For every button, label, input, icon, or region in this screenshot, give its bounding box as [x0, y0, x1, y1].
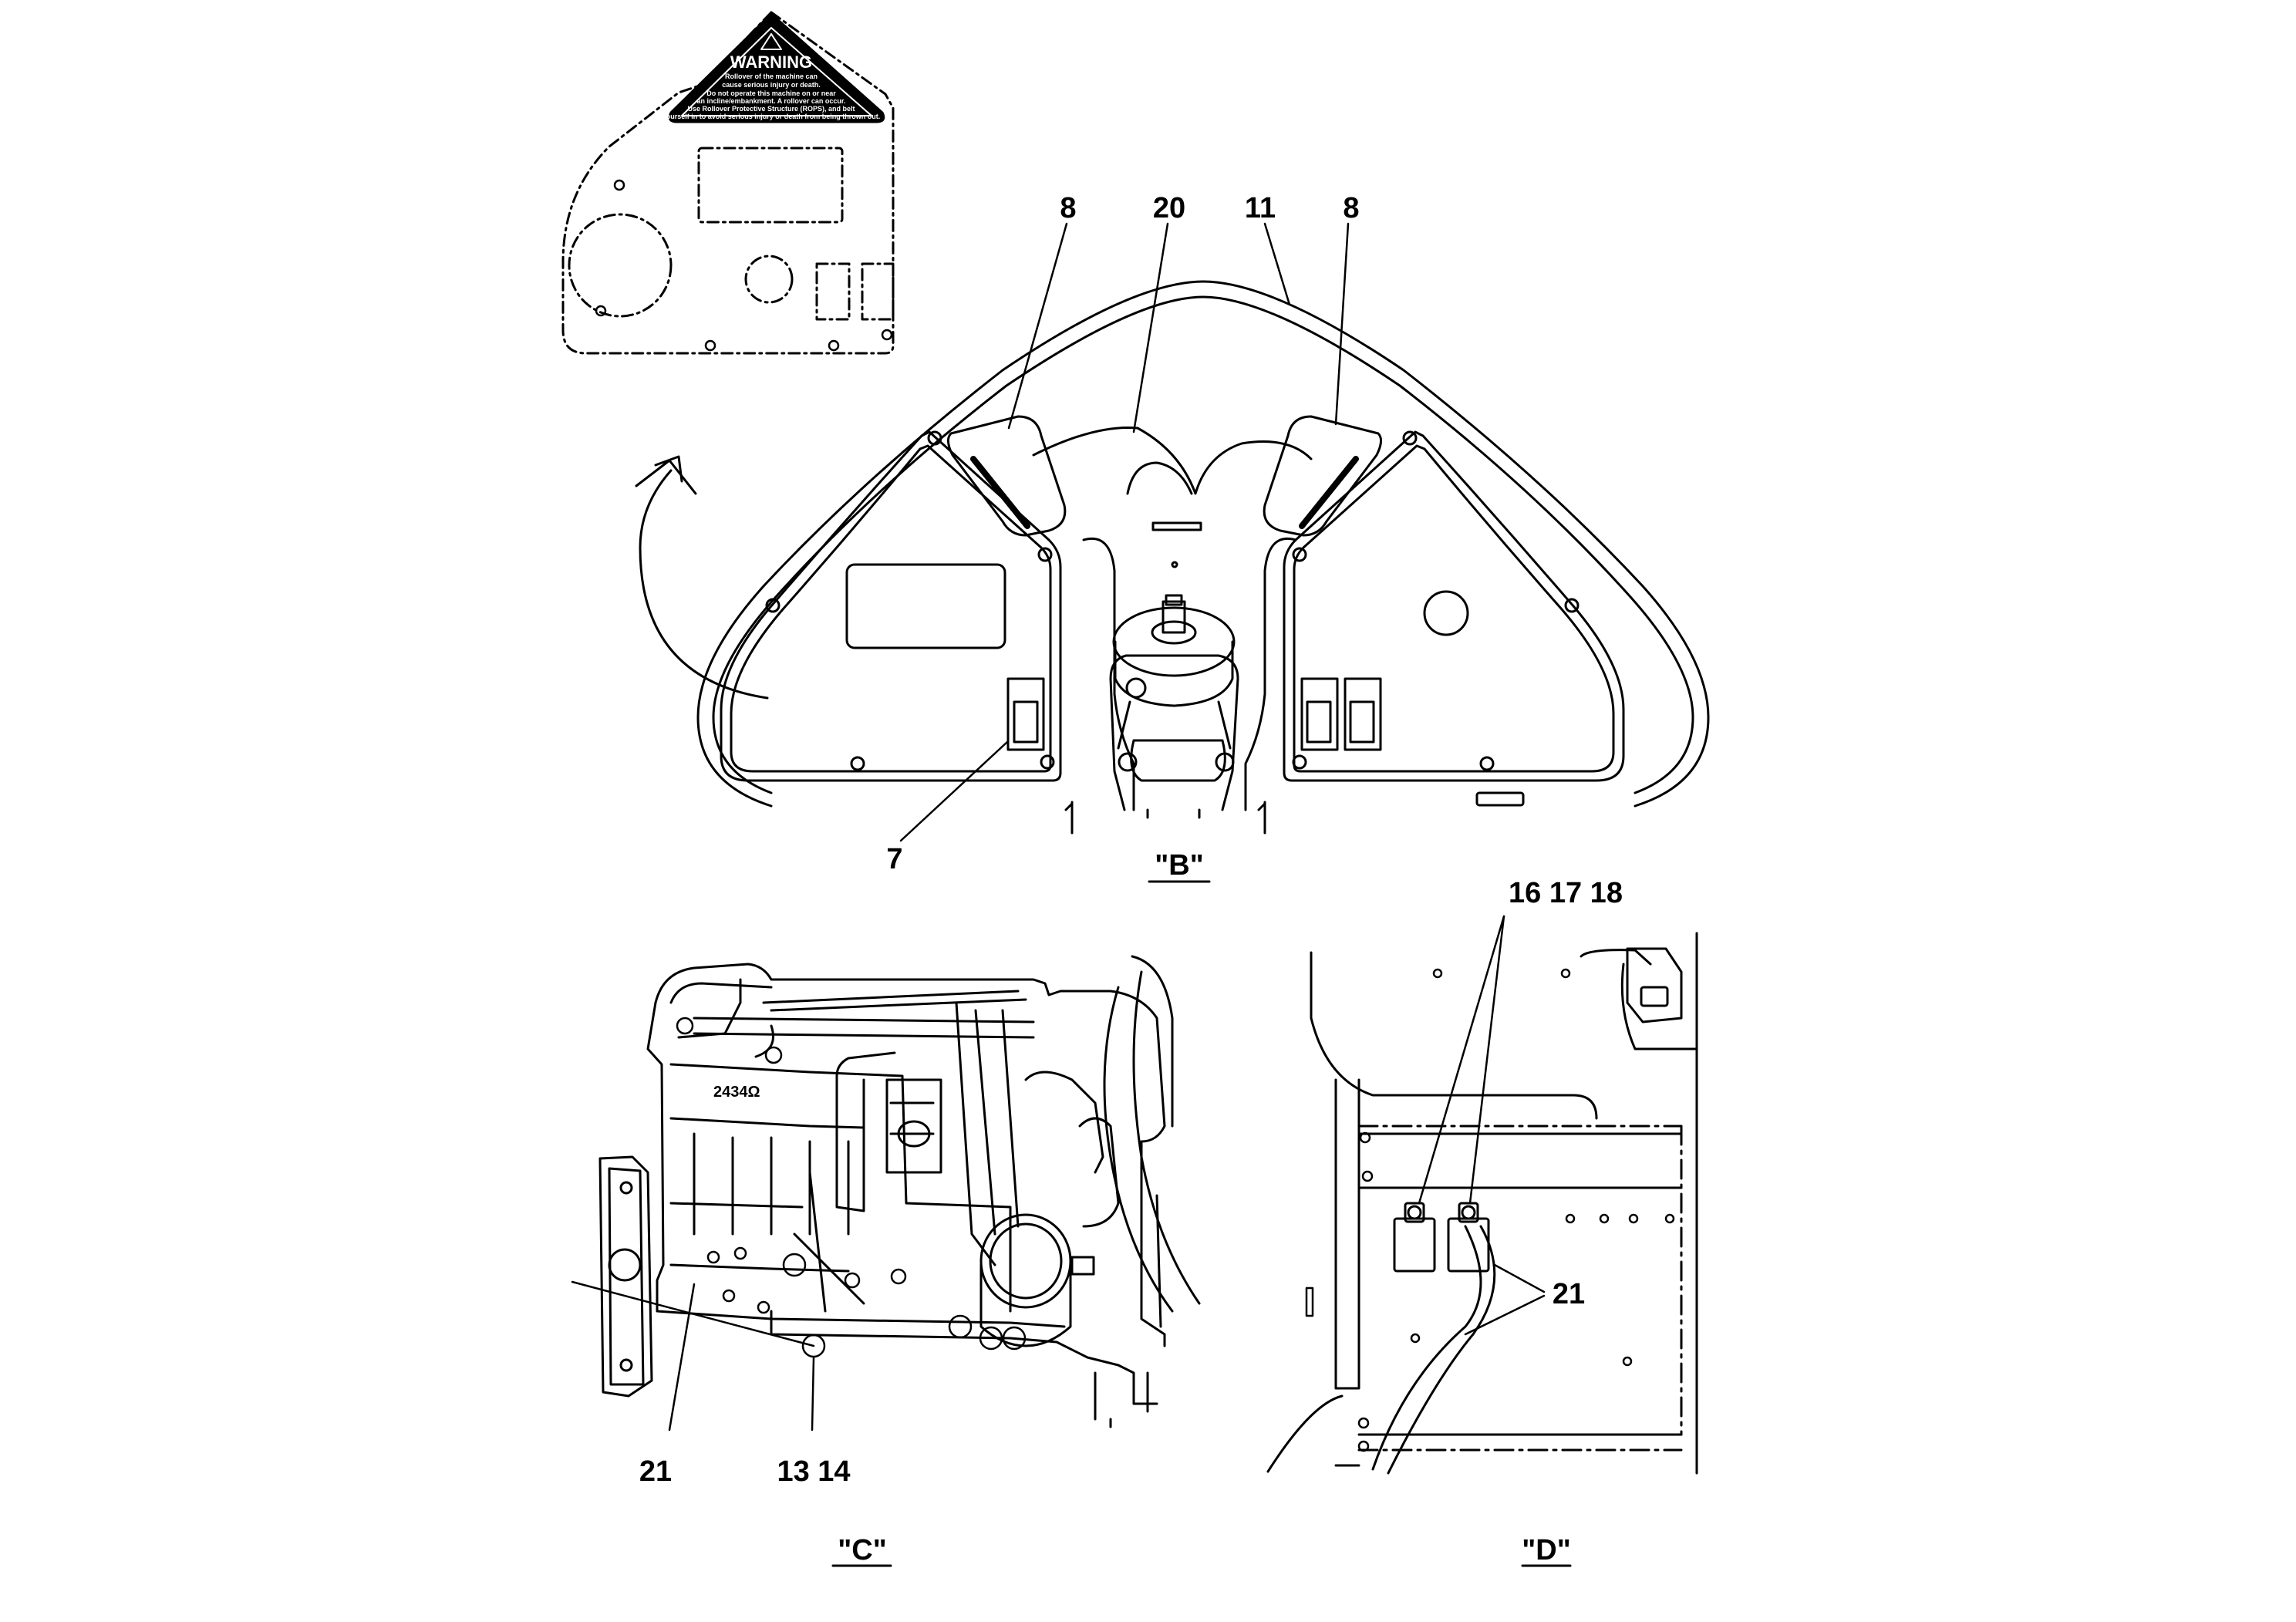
warning-decal-line: Use Rollover Protective Structure (ROPS)… [687, 105, 855, 113]
dashboard-decal-left [947, 415, 1067, 537]
callout-8-left: 8 [1060, 192, 1076, 224]
callout-11: 11 [1245, 192, 1276, 224]
engine-right-hose [1103, 970, 1201, 1313]
warning-decal [668, 12, 885, 123]
callout-20: 20 [1153, 192, 1185, 224]
dashboard-center-console [1032, 426, 1313, 811]
callout-7: 7 [886, 843, 902, 875]
view-label-b: "B" [1155, 849, 1203, 882]
right-switch-panel [1283, 430, 1625, 807]
engine-fasteners [676, 1017, 1027, 1358]
engine-lower-rail [770, 955, 1174, 1428]
callout-21-c: 21 [639, 1455, 672, 1488]
engine-block [646, 963, 1166, 1347]
mount-bolts [1305, 968, 1675, 1452]
callout-16-17-18: 16 17 18 [1509, 877, 1623, 909]
warning-decal-title: WARNING [730, 52, 812, 72]
warning-decal-line: Do not operate this machine on or near [706, 89, 836, 97]
leader-lines-b [899, 222, 1350, 883]
engine-bell-housing [598, 1155, 653, 1398]
mount-frame [1266, 932, 1698, 1475]
warning-decal-line: an incline/embankment. A rollover can oc… [697, 97, 846, 105]
warning-decal-line: cause serious injury or death. [722, 81, 821, 89]
view-label-d: "D" [1522, 1534, 1570, 1566]
engine-oil-filter [979, 1213, 1095, 1347]
dashboard-decal-right [1263, 415, 1382, 537]
curved-arrow [635, 455, 769, 700]
inset-bolt-holes [595, 179, 893, 352]
mount-top-bracket [1626, 947, 1683, 1023]
mount-wall-dashed [1357, 1125, 1683, 1452]
steering-column [1109, 594, 1239, 819]
dashboard-outer-frame [696, 280, 1710, 808]
callout-8-right: 8 [1343, 192, 1359, 224]
left-switch-panel [720, 430, 1062, 782]
view-label-c: "C" [838, 1534, 886, 1566]
dashboard-bottom-stubs [1064, 801, 1266, 835]
relay-right [1447, 1202, 1490, 1273]
engine-marking: 2434Ω [713, 1084, 760, 1101]
relay-left [1393, 1202, 1436, 1273]
warning-decal-line: Rollover of the machine can [725, 73, 818, 80]
callout-13-14: 13 14 [777, 1455, 850, 1488]
leader-lines-c [571, 1280, 892, 1567]
inset-panel-dashed [561, 11, 895, 355]
warning-decal-line: yourself in to avoid serious injury or d… [663, 113, 881, 120]
leader-lines-d [1418, 915, 1572, 1567]
callout-21-d: 21 [1553, 1278, 1585, 1310]
